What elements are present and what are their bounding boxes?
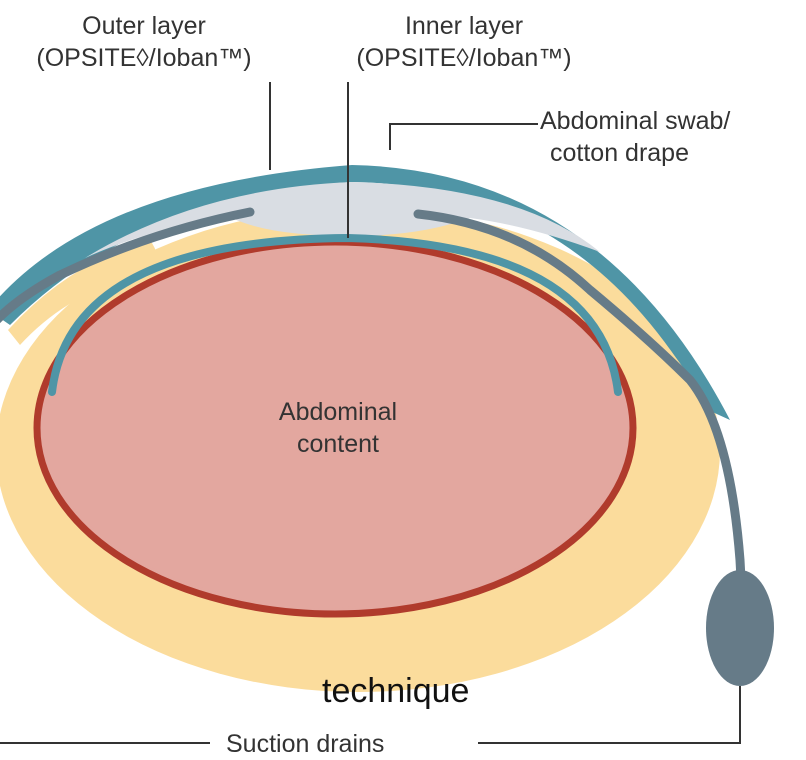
outer-layer-label: Outer layer (OPSITE◊/Ioban™) [0, 10, 288, 74]
outer-layer-title: Outer layer [0, 10, 288, 42]
abdominal-swab-title: Abdominal swab/ [540, 105, 730, 137]
swab-leader [390, 124, 538, 150]
outer-layer-material: (OPSITE◊/Ioban™) [0, 42, 288, 74]
suction-drain-bulb [706, 570, 774, 686]
suction-drains-label: Suction drains [226, 728, 384, 760]
inner-layer-label: Inner layer (OPSITE◊/Ioban™) [320, 10, 608, 74]
abdominal-content-label: Abdominal content [238, 396, 438, 460]
suction-right-leader [478, 686, 740, 743]
inner-layer-title: Inner layer [320, 10, 608, 42]
abdominal-content-line1: Abdominal [238, 396, 438, 428]
technique-overlay-text: technique [322, 672, 469, 711]
abdominal-swab-label: Abdominal swab/ cotton drape [540, 105, 730, 169]
cotton-drape-text: cotton drape [540, 137, 730, 169]
abdominal-content-line2: content [238, 428, 438, 460]
inner-layer-material: (OPSITE◊/Ioban™) [320, 42, 608, 74]
